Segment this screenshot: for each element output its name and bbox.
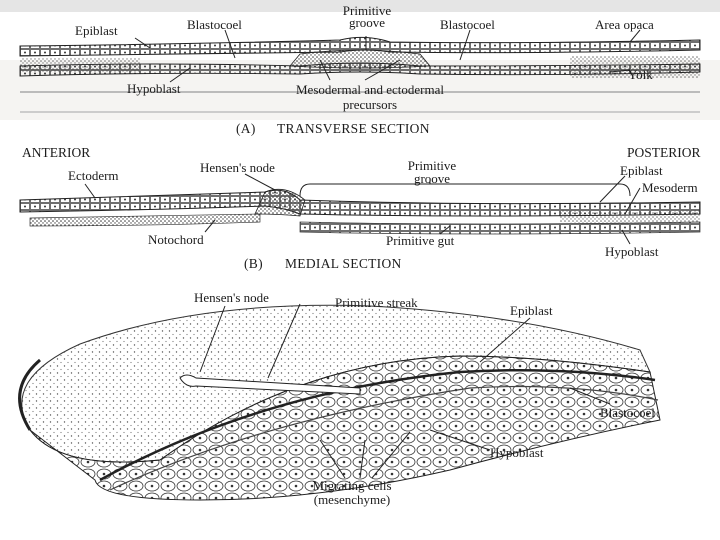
label-epiblast-b: Epiblast [620,164,663,177]
label-primitive-groove-a: Primitive groove [332,5,402,29]
label-epiblast-c: Epiblast [510,304,553,317]
label-mesodermal-precursors: Mesodermal and ectodermal precursors [275,82,465,112]
panel-b-section [20,178,700,234]
label-notochord: Notochord [148,233,204,246]
label-area-opaca: Area opaca [595,18,654,31]
label-mesoderm: Mesoderm [642,181,698,194]
caption-a-title: TRANSVERSE SECTION [277,121,430,137]
label-blastocoel-left-a: Blastocoel [187,18,242,31]
label-primitive-gut: Primitive gut [386,234,454,247]
label-hypoblast-a: Hypoblast [127,82,180,95]
label-hensens-node-b: Hensen's node [200,161,275,174]
label-blastocoel-c: Blastocoel [600,406,655,419]
label-blastocoel-right-a: Blastocoel [440,18,495,31]
label-posterior: POSTERIOR [627,146,701,159]
caption-b-letter: (B) [244,256,263,272]
caption-a-letter: (A) [236,121,256,137]
caption-b-title: MEDIAL SECTION [285,256,402,272]
label-hensens-node-c: Hensen's node [194,291,269,304]
label-hypoblast-b: Hypoblast [605,245,658,258]
label-migrating-cells: Migrating cells [282,479,422,492]
label-epiblast-a: Epiblast [75,24,118,37]
label-yolk: Yolk [628,68,653,81]
label-anterior: ANTERIOR [22,146,90,159]
label-ectoderm: Ectoderm [68,169,119,182]
label-hypoblast-c: Hypoblast [490,446,543,459]
label-mesenchyme: (mesenchyme) [282,493,422,506]
label-primitive-streak: Primitive streak [335,296,418,309]
label-primitive-groove-b: Primitive groove [392,159,472,185]
